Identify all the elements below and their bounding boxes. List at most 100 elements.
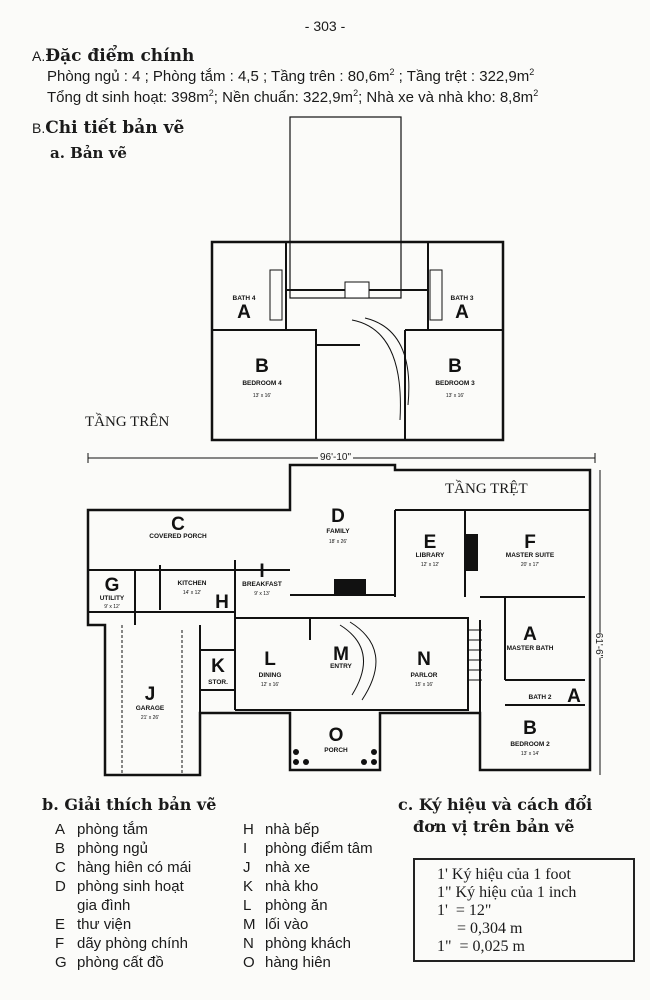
legend-key: M xyxy=(243,916,256,933)
spiral-stair-entry xyxy=(339,624,365,696)
legend-value: gia đình xyxy=(77,897,131,914)
legend-key: H xyxy=(243,821,254,838)
room-name-parlor: PARLOR xyxy=(411,672,438,679)
unit-line: = 0,304 m xyxy=(437,920,523,937)
room-name-bath2: BATH 2 xyxy=(529,694,552,701)
room-letter-bath4: A xyxy=(237,302,251,323)
room-letter-master_bath: A xyxy=(523,624,537,645)
room-name-library: LIBRARY xyxy=(416,552,445,559)
superscript: 2 xyxy=(208,88,214,98)
legend-key xyxy=(55,896,77,915)
section-a-prefix: A. xyxy=(32,48,46,64)
legend-key: K xyxy=(243,878,254,895)
unit-line: 1" Ký hiệu của 1 inch xyxy=(437,884,577,901)
room-name-kitchen: KITCHEN xyxy=(178,580,207,587)
features-line-1: Phòng ngủ : 4 ; Phòng tắm : 4,5 ; Tầng t… xyxy=(47,67,535,86)
room-letter-bath2: A xyxy=(567,686,581,707)
section-b-prefix: B. xyxy=(32,120,46,136)
garage-door-lines xyxy=(121,625,183,775)
legend-value: nhà xe xyxy=(265,859,311,876)
room-name-entry: ENTRY xyxy=(330,663,352,670)
legend-key: D xyxy=(55,878,66,895)
unit-line: 1' Ký hiệu của 1 foot xyxy=(437,866,571,883)
upper-floor-outline xyxy=(210,240,505,442)
legend-key: N xyxy=(243,935,254,952)
room-name-dining: DINING xyxy=(259,672,282,679)
room-name-covered_porch: COVERED PORCH xyxy=(149,533,207,540)
room-letter-bath3: A xyxy=(455,302,469,323)
room-name-bedroom3: BEDROOM 3 xyxy=(435,380,475,387)
ground-floor-label: TẦNG TRỆT xyxy=(445,481,528,497)
spiral-stair-upper-edge xyxy=(364,317,410,406)
room-letter-master_suite: F xyxy=(524,532,536,553)
legend-value: thư viện xyxy=(77,916,132,933)
room-name-bath3: BATH 3 xyxy=(451,295,474,302)
ground-floor-outline xyxy=(86,463,592,777)
features-text: ; Tầng trệt : 322,9m xyxy=(394,68,530,85)
legend-item: gia đình xyxy=(55,896,191,915)
legend-key: J xyxy=(243,859,251,876)
room-letter-breakfast: I xyxy=(259,561,264,582)
legend-value: nhà kho xyxy=(265,878,319,895)
room-name-bedroom4: BEDROOM 4 xyxy=(242,380,282,387)
room-letter-entry: M xyxy=(333,644,349,665)
legend-key: E xyxy=(55,916,66,933)
subsection-b-heading: b. Giải thích bản vẽ xyxy=(42,795,217,814)
room-letter-kitchen: H xyxy=(215,592,229,613)
straight-stair xyxy=(468,629,482,681)
fireplace xyxy=(334,579,366,596)
room-size-parlor: 15' x 16' xyxy=(415,682,433,688)
units-box: 1' Ký hiệu của 1 foot 1" Ký hiệu của 1 i… xyxy=(413,858,635,962)
floor-plan xyxy=(86,116,601,777)
room-name-porch: PORCH xyxy=(324,747,348,754)
subsection-c-heading: c. Ký hiệu và cách đổi xyxy=(398,795,593,814)
legend-key: A xyxy=(55,821,66,838)
upper-floor-label: TẦNG TRÊN xyxy=(85,414,170,430)
legend-key: L xyxy=(243,897,252,914)
room-letter-family: D xyxy=(331,506,345,527)
room-size-bedroom4: 13' x 16' xyxy=(253,393,271,399)
room-size-bedroom3: 13' x 16' xyxy=(446,393,464,399)
subsection-a-heading: a. Bản vẽ xyxy=(50,144,127,162)
superscript: 2 xyxy=(529,67,535,77)
room-name-utility: UTILITY xyxy=(100,595,125,602)
features-text: ; Nhà xe và nhà kho: 8,8m xyxy=(358,89,534,106)
room-letter-bedroom2: B xyxy=(523,718,537,739)
section-a-heading: A.Đặc điểm chính xyxy=(32,46,194,66)
legend-value: phòng ăn xyxy=(265,897,328,914)
closet-bath3 xyxy=(429,269,443,321)
legend-value: phòng cất đồ xyxy=(77,954,164,971)
legend-value: phòng tắm xyxy=(77,821,148,838)
subsection-c-heading-line2: đơn vị trên bản vẽ xyxy=(413,817,575,836)
room-name-master_bath: MASTER BATH xyxy=(507,645,554,652)
room-name-bedroom2: BEDROOM 2 xyxy=(510,741,550,748)
room-name-family: FAMILY xyxy=(326,528,350,535)
legend-value: phòng ngủ xyxy=(77,840,148,857)
room-size-bedroom2: 13' x 14' xyxy=(521,751,539,757)
upper-walls xyxy=(212,242,503,440)
legend-value: hàng hiên có mái xyxy=(77,859,192,876)
legend-key: I xyxy=(243,840,248,857)
fireplace-library xyxy=(466,534,478,571)
legend-key: B xyxy=(55,840,66,857)
room-letter-dining: L xyxy=(264,649,276,670)
room-letter-utility: G xyxy=(105,575,120,596)
room-size-breakfast: 9' x 13' xyxy=(254,591,270,597)
superscript: 2 xyxy=(353,88,359,98)
room-name-master_suite: MASTER SUITE xyxy=(506,552,555,559)
features-text: ; Nền chuẩn: 322,9m xyxy=(213,89,354,106)
skylight xyxy=(344,281,370,299)
room-name-breakfast: BREAKFAST xyxy=(242,581,282,588)
unit-line: 1" = 0,025 m xyxy=(437,938,525,955)
